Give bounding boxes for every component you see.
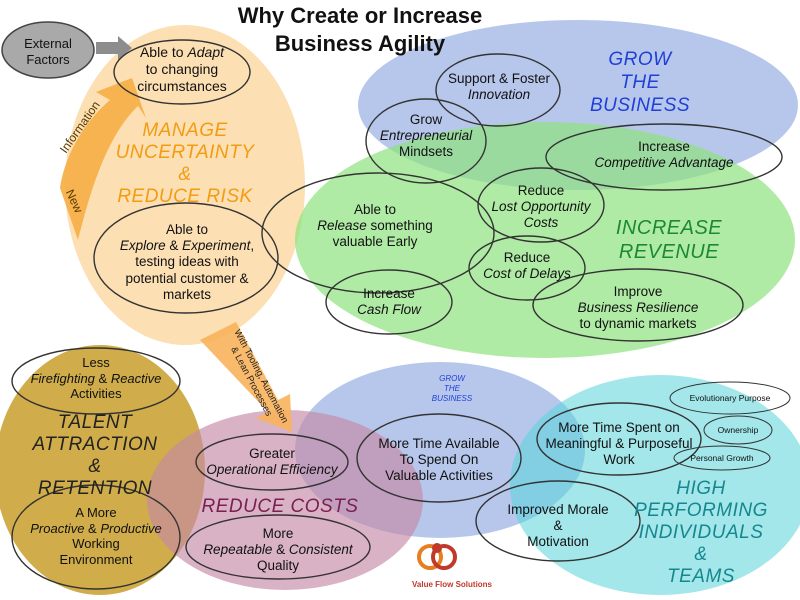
reduce-costs-region [147, 410, 423, 590]
personal-growth-label: Personal Growth [690, 453, 754, 463]
explore-bubble: Able to Explore & Experiment, testing id… [119, 222, 255, 302]
meaningful-work-bubble: More Time Spent on Meaningful & Purposef… [545, 420, 693, 468]
entrepreneurial-bubble: Grow Entrepreneurial Mindsets [379, 112, 473, 160]
evolutionary-purpose-label: Evolutionary Purpose [689, 393, 771, 403]
page-title: Why Create or Increase Business Agility [237, 3, 483, 56]
reduce-costs-heading: REDUCE COSTS [201, 496, 359, 517]
business-resilience-bubble: Improve Business Resilience to dynamic m… [577, 284, 699, 332]
adapt-bubble: Able to Adapt to changing circumstances [137, 44, 227, 94]
repeatable-quality-bubble: More Repeatable & Consistent Quality [203, 526, 353, 574]
talent-region [0, 345, 205, 595]
value-flow-logo-mark [417, 543, 457, 570]
proactive-bubble: A More Proactive & Productive Working En… [30, 505, 162, 567]
lost-opportunity-bubble: Reduce Lost Opportunity Costs [491, 183, 591, 231]
new-information-arrow [60, 78, 146, 240]
increase-revenue-heading: INCREASE REVENUE [615, 217, 723, 263]
more-time-available-bubble: More Time Available To Spend On Valuable… [378, 436, 500, 484]
talent-heading: TALENT ATTRACTION & RETENTION [32, 412, 158, 499]
competitive-advantage-bubble: Increase Competitive Advantage [594, 139, 734, 171]
external-factors-label: External Factors [24, 36, 72, 67]
operational-efficiency-bubble: Greater Operational Efficiency [206, 446, 338, 478]
release-early-bubble: Able to Release something valuable Early [317, 202, 433, 250]
tooling-arrow [200, 322, 292, 432]
cash-flow-bubble: Increase Cash Flow [357, 286, 421, 318]
increase-revenue-region [295, 122, 795, 358]
manage-uncertainty-heading: MANAGE UNCERTAINTY & REDUCE RISK [115, 120, 255, 207]
external-arrow [96, 36, 132, 60]
high-performing-region [510, 375, 800, 595]
grow-business-small-label: GROW THE BUSINESS [431, 374, 473, 403]
grow-business-heading: GROW THE BUSINESS [589, 49, 691, 116]
high-performing-heading: HIGH PERFORMING INDIVIDUALS & TEAMS [634, 478, 768, 587]
external-factors-shape [1, 21, 95, 79]
value-flow-logo-text: Value Flow Solutions [412, 580, 493, 589]
firefighting-bubble: Less Firefighting & Reactive Activities [30, 355, 162, 402]
ownership-label: Ownership [717, 425, 759, 435]
cost-of-delays-bubble: Reduce Cost of Delays [483, 250, 571, 282]
improved-morale-bubble: Improved Morale & Motivation [507, 502, 609, 550]
innovation-bubble: Support & Foster Innovation [447, 71, 551, 103]
